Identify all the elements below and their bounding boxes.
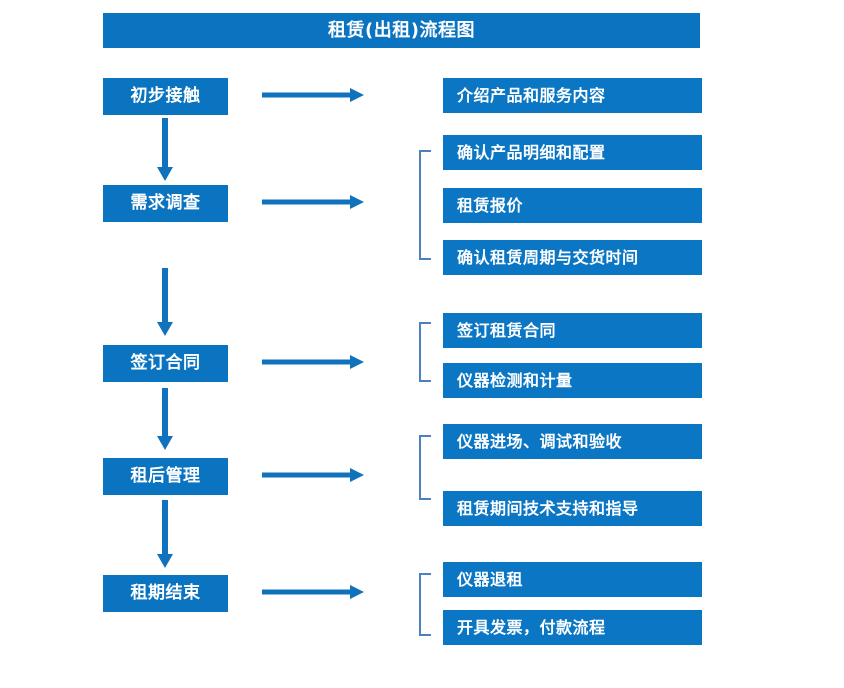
stage-box-demand-survey[interactable]: 需求调查 — [103, 185, 228, 222]
arrow-down-icon-1 — [157, 118, 173, 181]
detail-box-instrument-arrival-commissioning[interactable]: 仪器进场、调试和验收 — [443, 424, 702, 459]
arrow-down-icon-4 — [157, 500, 173, 568]
bracket-stage-2 — [419, 150, 431, 260]
arrow-right-icon-stage-3 — [262, 354, 364, 370]
detail-box-instrument-inspection[interactable]: 仪器检测和计量 — [443, 363, 702, 398]
arrow-right-icon-stage-2 — [262, 194, 364, 210]
detail-box-invoice-payment[interactable]: 开具发票，付款流程 — [443, 610, 702, 645]
stage-box-sign-contract[interactable]: 签订合同 — [103, 345, 228, 382]
detail-box-instrument-return[interactable]: 仪器退租 — [443, 562, 702, 597]
stage-box-initial-contact[interactable]: 初步接触 — [103, 78, 228, 115]
bracket-stage-3 — [419, 322, 431, 382]
detail-box-intro-products-services[interactable]: 介绍产品和服务内容 — [443, 78, 702, 113]
detail-box-rental-quote[interactable]: 租赁报价 — [443, 188, 702, 223]
arrow-right-icon-stage-4 — [262, 467, 364, 483]
detail-box-technical-support[interactable]: 租赁期间技术支持和指导 — [443, 491, 702, 526]
detail-box-confirm-product-spec[interactable]: 确认产品明细和配置 — [443, 135, 702, 170]
stage-box-post-rental-management[interactable]: 租后管理 — [103, 458, 228, 495]
bracket-stage-5 — [419, 573, 431, 636]
bracket-stage-4 — [419, 435, 431, 500]
arrow-down-icon-3 — [157, 388, 173, 450]
detail-box-sign-rental-contract[interactable]: 签订租赁合同 — [443, 313, 702, 348]
diagram-title: 租赁(出租)流程图 — [103, 13, 700, 48]
arrow-down-icon-2 — [157, 268, 173, 336]
stage-box-rental-end[interactable]: 租期结束 — [103, 575, 228, 612]
detail-box-confirm-period-delivery[interactable]: 确认租赁周期与交货时间 — [443, 240, 702, 275]
arrow-right-icon-stage-5 — [262, 584, 364, 600]
arrow-right-icon-stage-1 — [262, 87, 364, 103]
